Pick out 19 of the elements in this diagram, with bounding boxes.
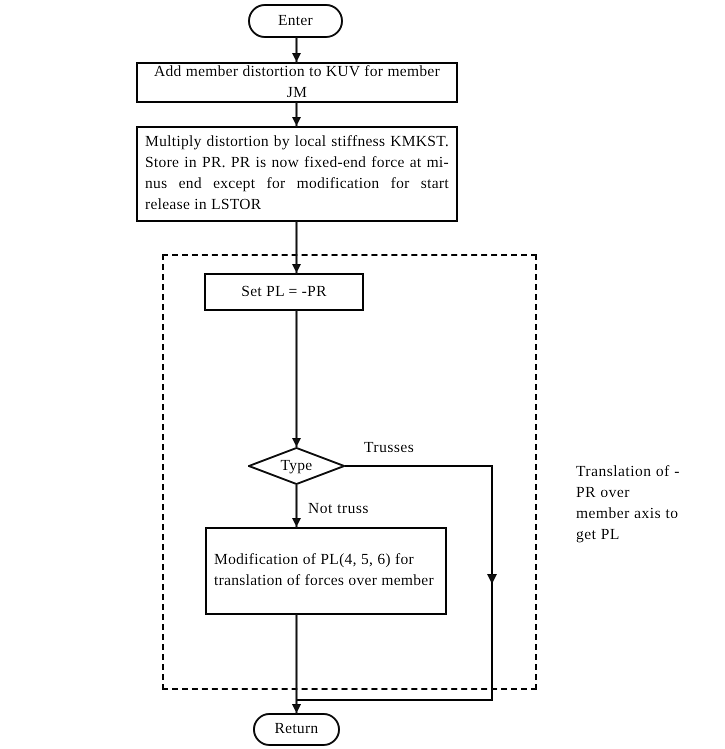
process-box [205, 527, 447, 615]
process-text: Multiply distortion by local stiffness KMKST. Store in PR. PR is now fixed-end force at mi- nus end except for modification for start release in LSTOR [145, 132, 449, 215]
process-text: Set PL = -PR [241, 282, 327, 302]
arrow [292, 311, 301, 447]
terminal-label: Enter [278, 10, 314, 31]
decision-diamond [248, 447, 345, 485]
arrow [292, 485, 301, 527]
process-box [136, 126, 458, 222]
dashed-group-box [162, 254, 537, 690]
side-note: Translation of -PR over member axis to get PL [576, 462, 680, 545]
terminal-label: Return [274, 719, 318, 740]
decision-label: Type [280, 456, 312, 476]
process-box [204, 273, 364, 311]
arrow [292, 103, 301, 126]
process-text: Add member distortion to KUV for member JM [152, 62, 442, 102]
arrow [292, 38, 301, 62]
arrow [292, 222, 301, 273]
process-text: Modification of PL(4, 5, 6) for translation of forces over member [214, 550, 435, 591]
arrow [292, 615, 301, 713]
